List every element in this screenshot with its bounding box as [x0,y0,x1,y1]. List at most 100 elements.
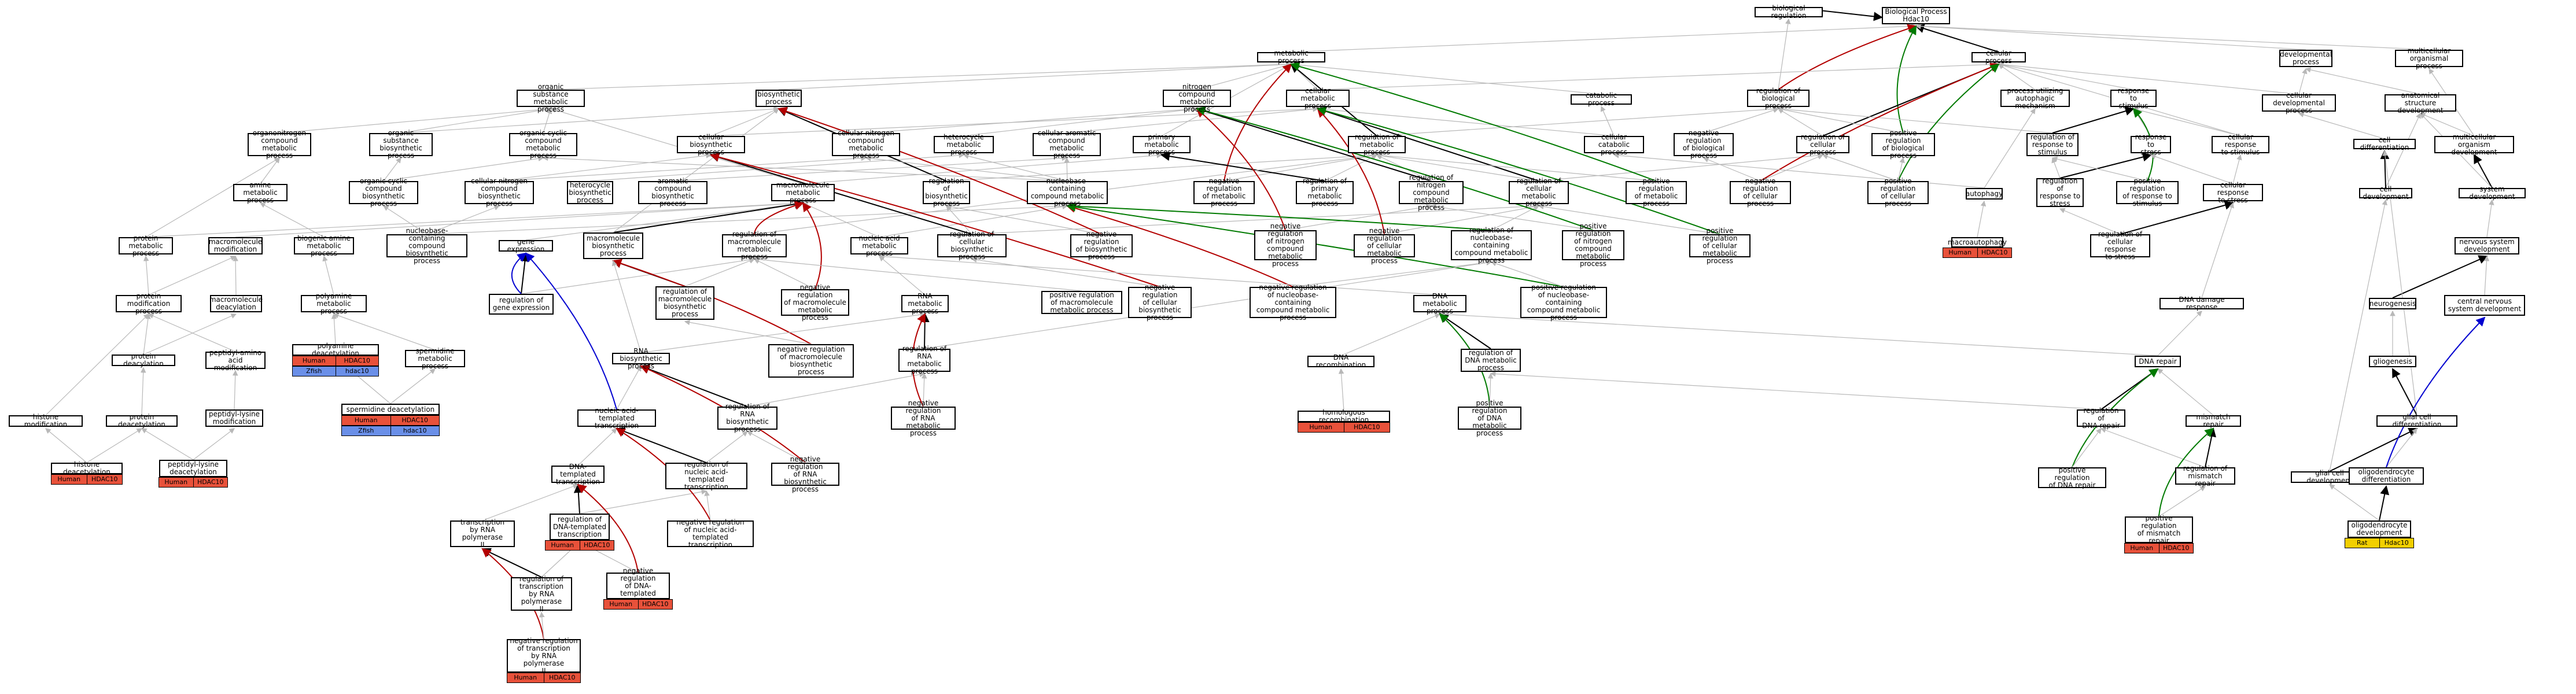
go-term-ongcmp[interactable]: organonitrogen compound metabolic proces… [248,130,311,160]
go-term-rts[interactable]: response to stimulus [2110,87,2157,109]
go-term-rnccmp[interactable]: regulation of nucleobase-containing comp… [1451,226,1532,264]
go-term-mmmod[interactable]: macromolecule modification [208,237,263,254]
go-term-rgexp[interactable]: regulation of gene expression [489,294,554,315]
go-term-odev[interactable]: oligodendrocyte development [2347,520,2411,538]
go-term-crts[interactable]: cellular response to stimulus [2212,133,2269,156]
go-term-dnamp[interactable]: DNA metabolic process [1413,292,1466,315]
go-term-mmrepair[interactable]: mismatch repair [2186,414,2241,429]
go-term-rmmbp[interactable]: regulation of macromolecule biosynthetic… [655,286,714,320]
go-term-nrmmbp[interactable]: negative regulation of macromolecule bio… [768,344,854,378]
go-term-rbp[interactable]: regulation of biological process [1747,87,1810,109]
go-term-prcp[interactable]: positive regulation of cellular process [1867,178,1929,208]
go-term-nrcmp[interactable]: negative regulation of cellular metaboli… [1354,227,1415,264]
go-term-acmp[interactable]: cellular aromatic compound metabolic pro… [1033,130,1101,160]
go-term-rrts[interactable]: regulation of response to stimulus [2026,133,2079,156]
go-term-dtr[interactable]: DNA-templated transcription [551,463,605,485]
go-term-rdnarepair[interactable]: regulation of DNA repair [2077,407,2125,429]
go-term-mmp[interactable]: macromolecule metabolic process [771,181,835,204]
go-term-prmmrepair[interactable]: positive regulation of mismatch repair [2125,515,2193,545]
go-term-nrnatr[interactable]: negative regulation of nucleic acid-temp… [667,519,754,549]
go-term-nrncmp[interactable]: negative regulation of nitrogen compound… [1254,223,1317,268]
go-term-odiff[interactable]: oligodendrocyte differentiation [2349,467,2424,485]
go-term-occmp[interactable]: organic cyclic compound metabolic proces… [509,130,577,160]
go-term-polyamp[interactable]: polyamine metabolic process [301,292,367,315]
go-term-pllmod[interactable]: peptidyl-lysine modification [205,409,263,427]
go-term-nrmp[interactable]: negative regulation of metabolic process [1193,178,1255,208]
go-term-pmpr[interactable]: protein metabolic process [119,234,173,257]
go-term-asd[interactable]: anatomical structure development [2385,91,2456,114]
go-term-catp[interactable]: catabolic process [1571,92,1632,107]
go-term-nccmp[interactable]: nucleobase-containing compound metabolic… [1027,178,1108,208]
go-term-rrtstress[interactable]: regulation of response to stress [2036,178,2084,208]
go-term-amp[interactable]: amine metabolic process [233,181,288,204]
go-term-hbp[interactable]: heterocycle biosynthetic process [567,181,613,204]
go-term-crtstress[interactable]: cellular response to stress [2203,181,2263,204]
go-term-celldiff[interactable]: cell differentiation [2353,136,2416,152]
go-term-rtbyrnap[interactable]: regulation of transcription by RNA polym… [511,575,572,612]
go-term-cdp[interactable]: cellular developmental process [2262,91,2336,114]
go-term-nrnccmp[interactable]: negative regulation of nucleobase-contai… [1250,283,1336,321]
go-term-gexp[interactable]: gene expression [499,238,553,253]
go-term-pamod[interactable]: peptidyl-amino acid modification [205,349,266,371]
go-term-rtstress[interactable]: response to stress [2131,133,2171,156]
go-term-nrrnamp[interactable]: negative regulation of RNA metabolic pro… [891,399,956,437]
go-term-mop[interactable]: multicellular organismal process [2395,47,2463,69]
go-term-rrnamp[interactable]: regulation of RNA metabolic process [898,345,950,375]
go-term-gliogenesis[interactable]: gliogenesis [2369,356,2416,367]
go-term-rmp[interactable]: regulation of metabolic process [1348,133,1406,156]
go-term-ccp[interactable]: cellular catabolic process [1584,133,1644,156]
go-term-devp[interactable]: developmental process [2279,50,2332,67]
go-term-protdeacet[interactable]: protein deacetylation [106,414,178,429]
go-term-histmod[interactable]: histone modification [9,414,83,429]
go-term-histdeac[interactable]: histone deacetylation [51,461,123,476]
go-term-prbp[interactable]: positive regulation of biological proces… [1871,130,1935,160]
go-term-occbp[interactable]: organic cyclic compound biosynthetic pro… [349,178,418,208]
go-term-celldev[interactable]: cell development [2359,186,2412,201]
go-term-macroautophagy[interactable]: macroautophagy [1948,237,2007,248]
go-term-pmp[interactable]: primary metabolic process [1133,133,1191,156]
go-term-cbp[interactable]: cellular biosynthetic process [677,133,745,156]
go-term-dnadr[interactable]: DNA damage response [2159,296,2244,311]
go-term-nrdtr[interactable]: negative regulation of DNA-templated tra… [606,567,670,604]
go-term-rbsp[interactable]: regulation of biosynthetic process [923,178,970,208]
go-term-rnamp[interactable]: RNA metabolic process [901,292,949,315]
go-term-nrtbyrnap[interactable]: negative regulation of transcription by … [507,637,581,674]
go-term-rmmmp[interactable]: regulation of macromolecule metabolic pr… [722,231,787,261]
go-term-spermmp[interactable]: spermidine metabolic process [405,347,465,370]
go-term-breg[interactable]: biological regulation [1755,5,1823,20]
go-term-cncbp[interactable]: cellular nitrogen compound biosynthetic … [465,178,534,208]
go-term-rcrtstress[interactable]: regulation of cellular response to stres… [2090,231,2150,261]
go-term-prncmp[interactable]: positive regulation of nitrogen compound… [1562,223,1624,268]
go-term-spermdeac[interactable]: spermidine deacetylation [341,404,440,415]
go-term-sysdev[interactable]: system development [2459,186,2526,201]
go-term-rcmp[interactable]: regulation of cellular metabolic process [1509,178,1569,208]
go-term-acbp[interactable]: aromatic compound biosynthetic process [638,178,707,208]
go-term-mod[interactable]: multicellular organism development [2434,133,2514,156]
go-term-prrts[interactable]: positive regulation of response to stimu… [2116,178,2179,208]
go-term-cnsd[interactable]: central nervous system development [2444,295,2525,316]
go-term-homrecomb[interactable]: homologous recombination [1298,409,1390,424]
go-term-prcmp[interactable]: positive regulation of cellular metaboli… [1689,227,1750,264]
go-term-prdnarepair[interactable]: positive regulation of DNA repair [2038,466,2106,489]
go-term-rnatr[interactable]: regulation of nucleic acid-templated tra… [665,461,747,491]
go-term-nsd[interactable]: nervous system development [2455,237,2519,254]
go-term-pmod[interactable]: protein modification process [116,292,182,315]
go-term-mmbp[interactable]: macromolecule biosynthetic process [583,232,643,259]
go-term-mmdeac[interactable]: macromolecule deacylation [209,295,263,312]
go-term-prmmmp[interactable]: positive regulation of macromolecule met… [1041,291,1122,314]
go-term-nrrnabp[interactable]: negative regulation of RNA biosynthetic … [771,455,839,493]
go-term-nccbp[interactable]: nucleobase-containing compound biosynthe… [386,227,467,264]
go-term-bp[interactable]: Biological Process Hdac10 [1882,7,1950,24]
go-term-rncmp[interactable]: regulation of nitrogen compound metaboli… [1399,174,1464,211]
go-term-puam[interactable]: process utilizing autophagic mechanism [2000,87,2070,109]
go-term-natr[interactable]: nucleic acid-templated transcription [577,407,656,429]
go-term-dnarepair[interactable]: DNA repair [2135,356,2181,367]
go-term-namp[interactable]: nucleic acid metabolic process [850,234,908,257]
go-term-protdeac[interactable]: protein deacylation [112,353,175,368]
go-term-rnabp[interactable]: RNA biosynthetic process [612,347,670,370]
go-term-rcp[interactable]: regulation of cellular process [1796,133,1849,156]
go-term-rpmp[interactable]: regulation of primary metabolic process [1296,178,1354,208]
go-term-rmmrepair[interactable]: regulation of mismatch repair [2175,464,2235,487]
go-term-mp[interactable]: metabolic process [1257,50,1325,65]
go-term-rdtr[interactable]: regulation of DNA-templated transcriptio… [550,514,610,540]
